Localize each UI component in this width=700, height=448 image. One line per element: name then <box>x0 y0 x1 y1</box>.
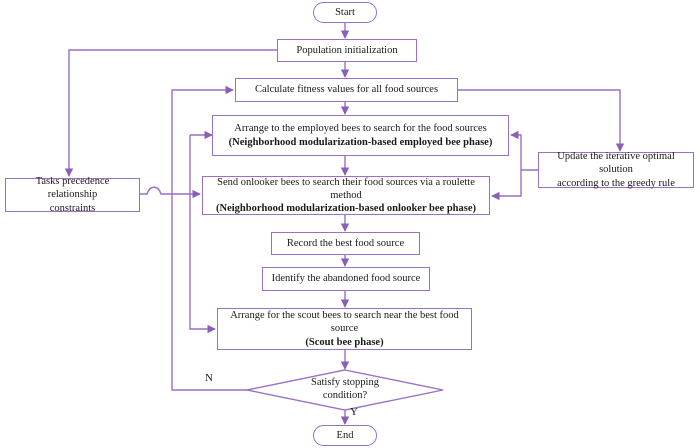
node-employed-bee-phase-line2: (Neighborhood modularization-based emplo… <box>228 136 493 148</box>
node-stopping-condition-line2: condition? <box>322 390 368 401</box>
node-record-best-food-source-label: Record the best food source <box>286 237 405 249</box>
edge-label-yes: Y <box>350 406 358 418</box>
node-onlooker-bee-phase[interactable]: Send onlooker bees to search their food … <box>202 176 490 215</box>
edge-tasks-to-onlooker <box>140 186 201 199</box>
node-end-label: End <box>336 429 354 441</box>
node-scout-bee-phase-line2: (Scout bee phase) <box>305 336 384 348</box>
node-population-initialization[interactable]: Population initialization <box>277 39 417 62</box>
node-tasks-precedence-constraints-line1: Tasks precedence relationship <box>35 176 110 201</box>
node-identify-abandoned-food-source[interactable]: Identify the abandoned food source <box>262 267 430 291</box>
node-start[interactable]: Start <box>313 2 377 23</box>
node-employed-bee-phase-line1: Arrange to the employed bees to search f… <box>234 123 487 135</box>
edge-update-to-employed <box>510 130 522 170</box>
node-update-greedy-rule-line1: Update the iterative optimal solution <box>557 151 675 176</box>
node-onlooker-bee-phase-line2: (Neighborhood modularization-based onloo… <box>216 203 476 215</box>
node-tasks-precedence-constraints[interactable]: Tasks precedence relationship constraint… <box>5 176 140 214</box>
node-record-best-food-source[interactable]: Record the best food source <box>271 232 420 255</box>
node-stopping-condition-line1: Satisfy stopping <box>311 377 379 389</box>
edge-population-to-tasks <box>64 49 277 177</box>
node-calculate-fitness-label: Calculate fitness values for all food so… <box>254 84 439 96</box>
node-update-greedy-rule-line2: according to the greedy rule <box>557 177 675 189</box>
node-population-initialization-label: Population initialization <box>296 44 398 56</box>
node-start-label: Start <box>335 6 355 18</box>
edge-label-no: N <box>205 372 213 384</box>
node-onlooker-bee-phase-line1: Send onlooker bees to search their food … <box>217 176 475 201</box>
node-update-greedy-rule[interactable]: Update the iterative optimal solution ac… <box>538 151 694 189</box>
node-tasks-precedence-constraints-line2: constraints <box>49 202 96 214</box>
node-employed-bee-phase[interactable]: Arrange to the employed bees to search f… <box>212 115 509 156</box>
edge-update-to-onlooker <box>491 170 522 201</box>
node-end[interactable]: End <box>313 425 377 446</box>
node-scout-bee-phase[interactable]: Arrange for the scout bees to search nea… <box>217 308 472 350</box>
node-scout-bee-phase-line1: Arrange for the scout bees to search nea… <box>230 310 459 335</box>
node-calculate-fitness[interactable]: Calculate fitness values for all food so… <box>235 78 458 102</box>
edge-inner-trunk-to-scout <box>189 135 216 334</box>
node-stopping-condition-decision[interactable]: Satisfy stopping condition? <box>246 369 444 411</box>
node-identify-abandoned-food-source-label: Identify the abandoned food source <box>271 273 421 285</box>
